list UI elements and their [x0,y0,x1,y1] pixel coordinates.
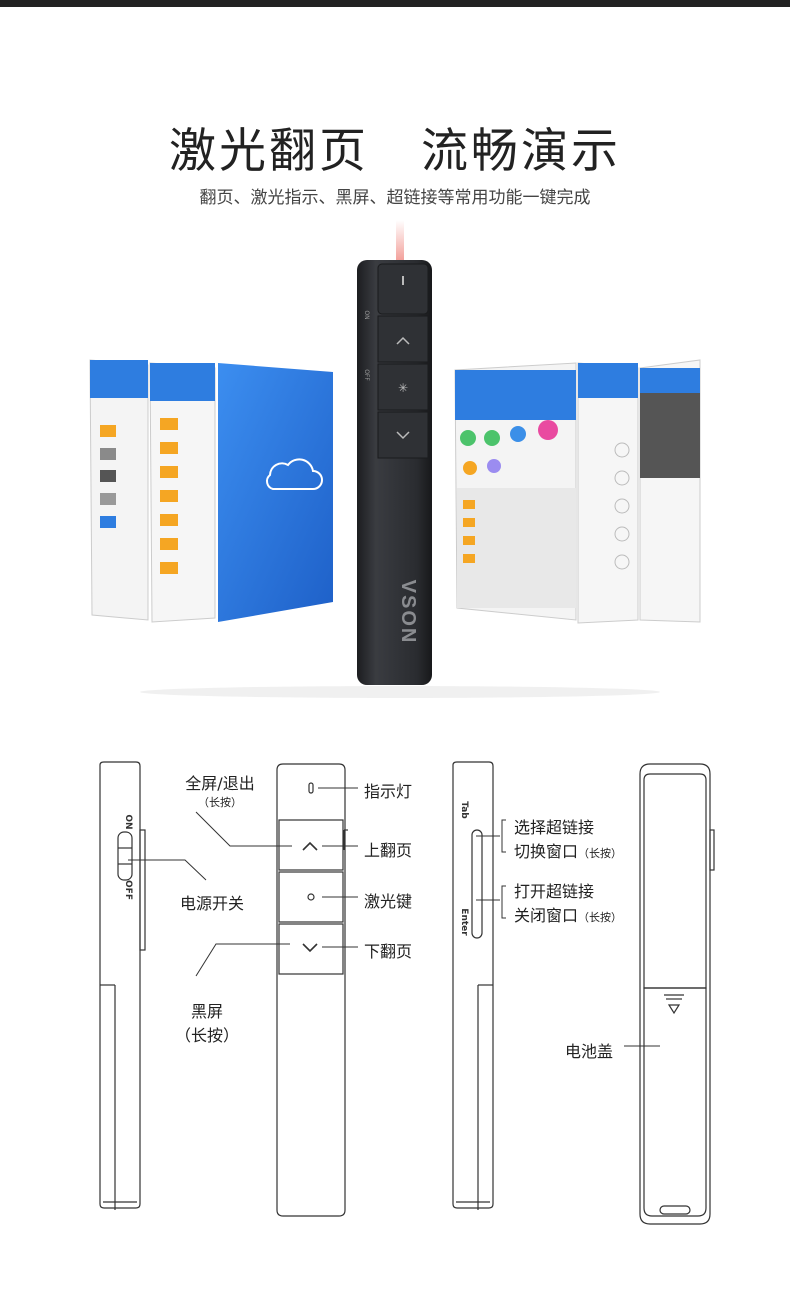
label-hyperlink-open: 打开超链接 关闭窗口（长按） [514,882,623,925]
front-view [276,763,348,1217]
title-right: 流畅演示 [421,124,621,179]
page-title: 激光翻页流畅演示 [0,112,790,181]
svg-text:✳: ✳ [398,381,408,395]
screen-file-list-2 [149,362,216,623]
side-label-enter: Enter [459,908,469,936]
label-page-down: 下翻页 [364,942,413,961]
device-switch-off: OFF [363,369,370,381]
cloud-icon [266,458,323,490]
label-battery-cover: 电池盖 [565,1042,614,1061]
device-switch-on: ON [363,310,370,319]
hero-illustration: ✳ VSON ON OFF [89,220,701,698]
button-diagram: ON OFF Tab Enter [99,761,715,1225]
presenter-device: ✳ VSON ON OFF [357,260,432,685]
left-screens [89,359,333,623]
side-view-right [452,761,506,1210]
laser-beam [396,220,404,262]
label-page-up: 上翻页 [364,841,413,860]
side-label-tab: Tab [459,801,469,819]
screen-file-list-1 [89,359,149,621]
label-power-switch: 电源开关 [180,894,245,913]
side-label-off: OFF [123,880,133,900]
screen-splash [218,363,333,622]
brand-logo: VSON [397,580,419,645]
side-view-left [99,761,146,1210]
screen-list-buttons [577,362,639,624]
right-screens [454,359,701,624]
back-view [624,763,715,1225]
side-label-on: ON [123,814,133,829]
label-hyperlink-select: 选择超链接 切换窗口（长按） [514,818,623,861]
top-band [0,0,790,7]
label-indicator: 指示灯 [364,782,413,801]
leader-lines [128,787,358,977]
label-laser-key: 激光键 [364,892,413,911]
page-subtitle: 翻页、激光指示、黑屏、超链接等常用功能一键完成 [199,188,591,208]
label-fullscreen-exit: 全屏/退出 （长按） [185,774,255,809]
title-left: 激光翻页 [169,124,369,179]
label-black-screen: 黑屏 （长按） [174,1002,239,1045]
